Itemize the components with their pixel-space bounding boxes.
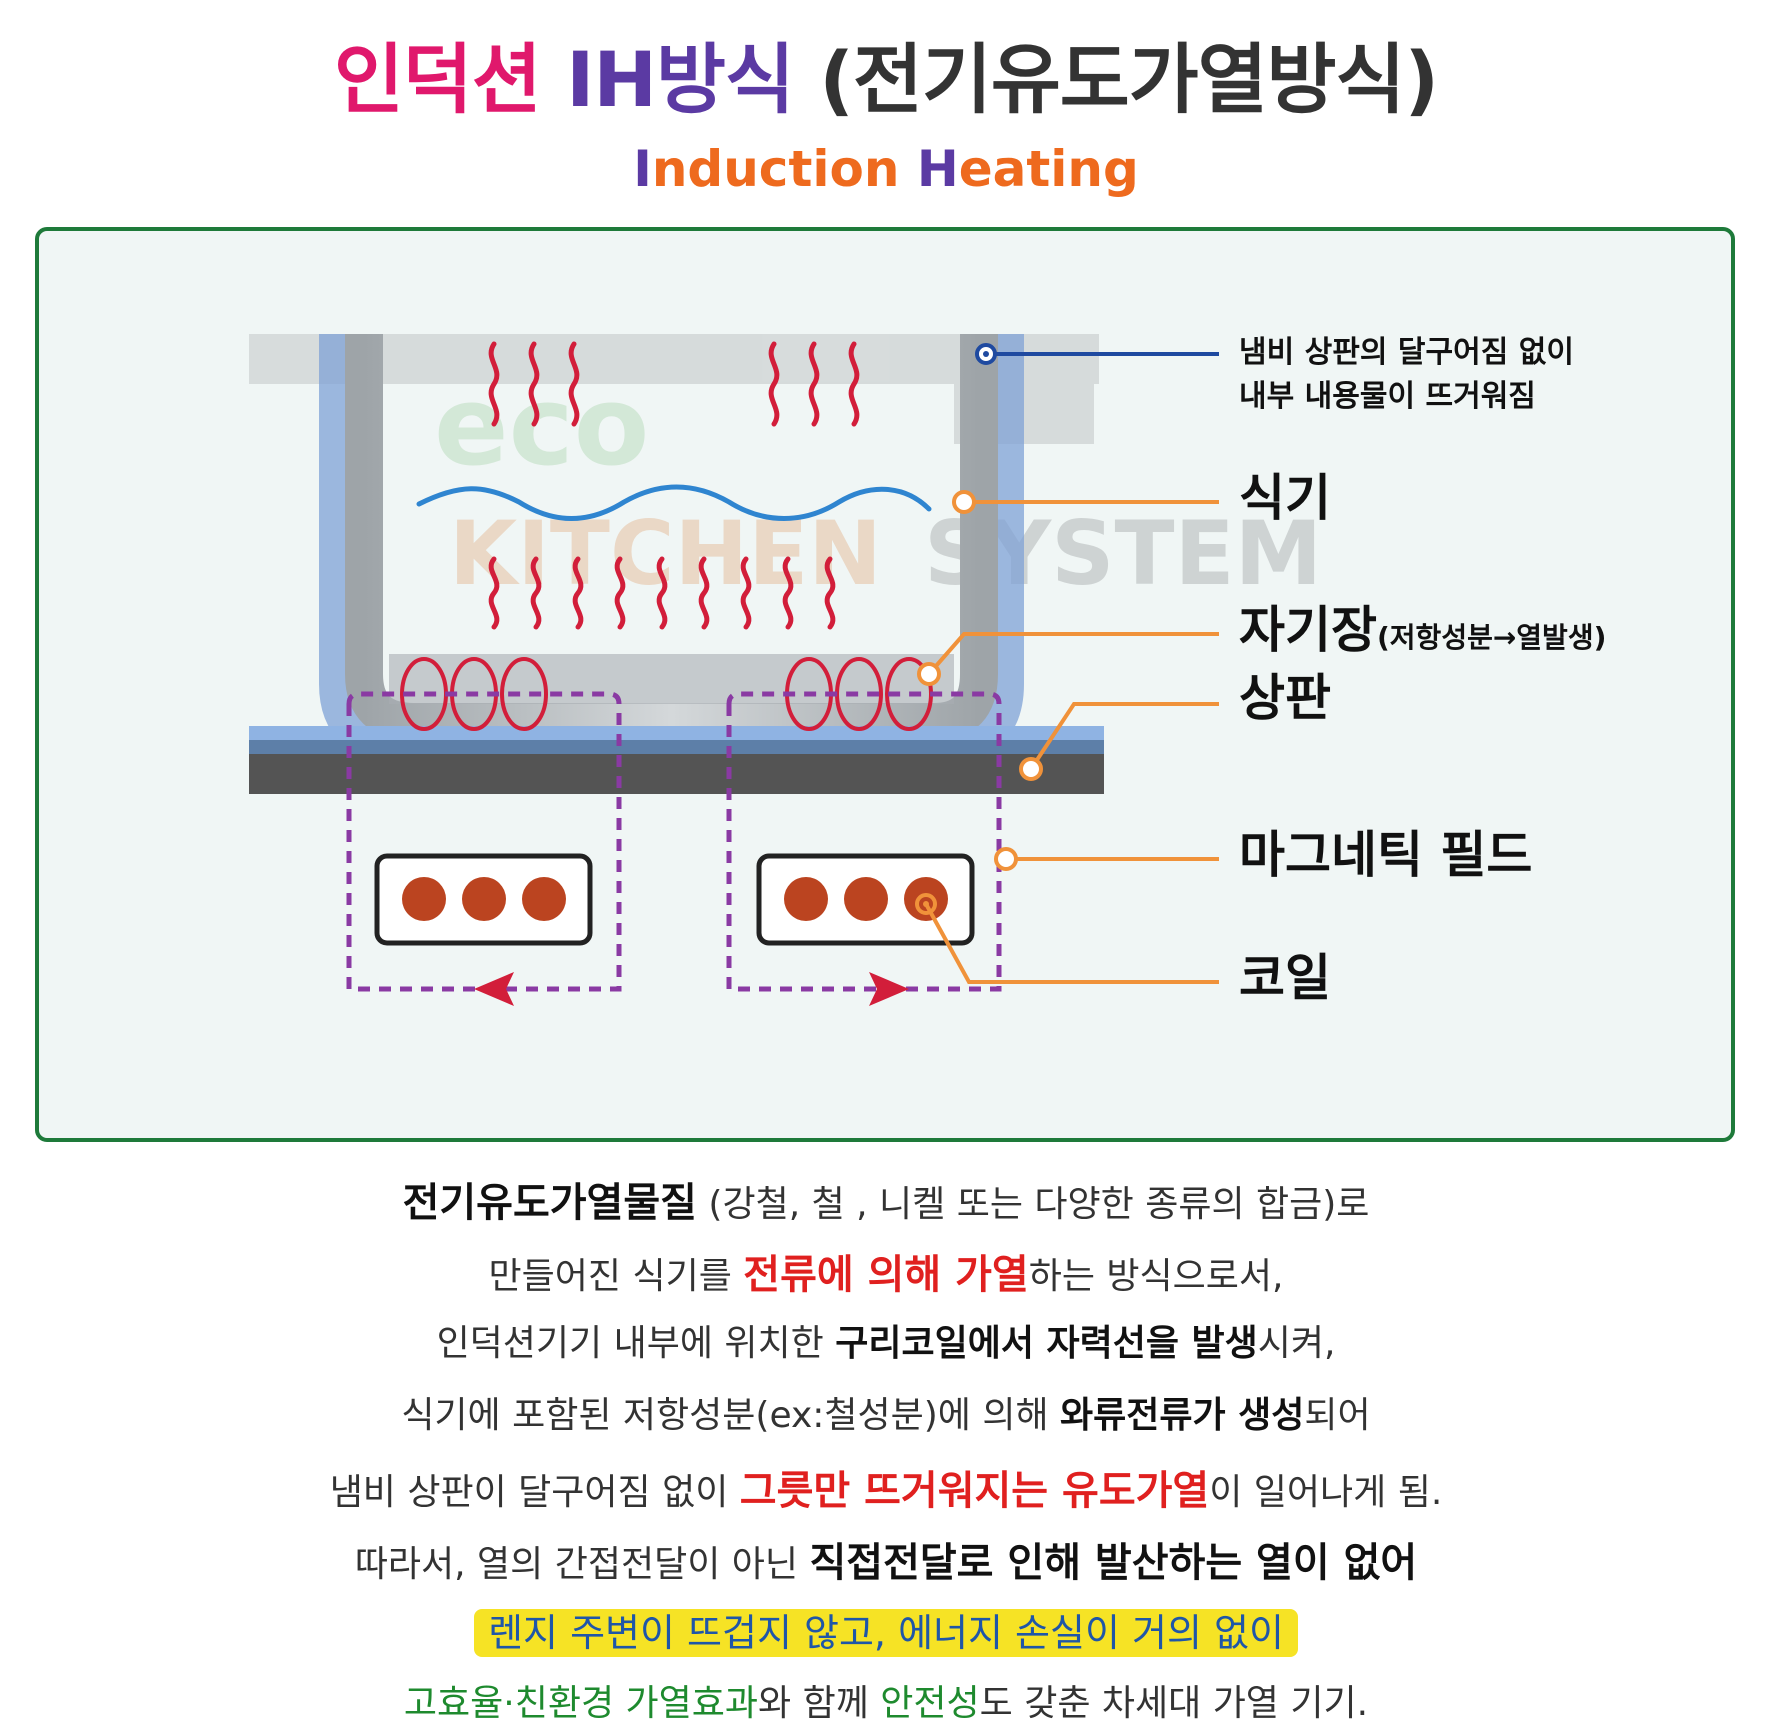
desc-line-2: 만들어진 식기를 전류에 의해 가열하는 방식으로서,	[0, 1242, 1772, 1300]
desc-l5-c: 이 일어나게 됨.	[1209, 1472, 1443, 1513]
desc-line-4: 식기에 포함된 저항성분(ex:철성분)에 의해 와류전류가 생성되어	[0, 1386, 1772, 1438]
diagram-panel: eco KITCHEN SYSTEM	[35, 227, 1735, 1142]
desc-l5-red: 그릇만 뜨거워지는 유도가열	[739, 1468, 1210, 1514]
label-coil: 코일	[1239, 949, 1331, 1007]
leader-lines	[915, 343, 1219, 984]
label-field-main: 자기장	[1239, 601, 1377, 659]
desc-line-8: 고효율·친환경 가열효과와 함께 안전성도 갖춘 차세대 가열 기기.	[0, 1674, 1772, 1726]
desc-l6-emph: 직접전달로 인해 발산하는 열이 없어	[809, 1540, 1418, 1586]
label-field-sub: (저항성분→열발생)	[1377, 621, 1607, 654]
desc-l4-emph: 와류전류가 생성	[1060, 1395, 1305, 1436]
desc-line-1: 전기유도가열물질 (강철, 철 , 니켈 또는 다양한 종류의 합금)로	[0, 1170, 1772, 1228]
desc-l3-emph: 구리코일에서 자력선을 발생	[835, 1323, 1258, 1364]
desc-l1-rest: (강철, 철 , 니켈 또는 다양한 종류의 합금)로	[696, 1184, 1370, 1225]
desc-l7-highlight: 렌지 주변이 뜨겁지 않고, 에너지 손실이 거의 없이	[474, 1609, 1298, 1657]
plate-top	[249, 726, 1104, 740]
water-wave	[416, 484, 932, 521]
plate-middle	[249, 740, 1104, 754]
arrow-left	[474, 972, 514, 1006]
watermark-eco: eco	[434, 362, 649, 490]
label-plate: 상판	[1239, 669, 1331, 727]
desc-l8-b: 와 함께	[758, 1683, 881, 1724]
desc-l8-green-c: 안전성	[880, 1683, 980, 1724]
desc-l2-red: 전류에 의해 가열	[743, 1252, 1029, 1298]
label-vessel: 식기	[1239, 469, 1331, 527]
desc-l4-c: 되어	[1304, 1395, 1371, 1436]
induction-diagram: eco KITCHEN SYSTEM	[249, 334, 1322, 1006]
desc-l8-d: 도 갖춘 차세대 가열 기기.	[979, 1683, 1369, 1724]
heat-waves-top	[488, 341, 860, 427]
desc-l6-a: 따라서, 열의 간접전달이 아닌	[354, 1544, 810, 1585]
page-subtitle: Induction Heating	[0, 142, 1772, 197]
coil-right	[756, 853, 975, 946]
subtitle-h: H	[916, 140, 959, 198]
desc-line-3: 인덕션기기 내부에 위치한 구리코일에서 자력선을 발생시켜,	[0, 1314, 1772, 1366]
label-top-line2: 내부 내용물이 뜨거워짐	[1239, 378, 1536, 414]
title-induction: 인덕션	[333, 35, 542, 124]
desc-l5-a: 냄비 상판이 달구어짐 없이	[329, 1472, 740, 1513]
heat-waves-bottom	[488, 556, 836, 630]
label-top-line1: 냄비 상판의 달구어짐 없이	[1239, 335, 1574, 370]
plate-body	[249, 754, 1104, 794]
desc-l2-a: 만들어진 식기를	[488, 1256, 744, 1297]
subtitle-i: I	[633, 140, 652, 198]
desc-l4-a: 식기에 포함된 저항성분(ex:철성분)에 의해	[401, 1395, 1061, 1436]
title-ih: IH방식	[566, 35, 795, 124]
subtitle-nduction: nduction	[651, 140, 917, 198]
label-magnetic-field: 자기장(저항성분→열발생)	[1239, 603, 1606, 658]
title-korean: (전기유도가열방식)	[819, 35, 1439, 124]
desc-l3-c: 시켜,	[1257, 1323, 1336, 1364]
desc-l8-green-a: 고효율·친환경 가열효과	[403, 1683, 759, 1724]
desc-line-5: 냄비 상판이 달구어짐 없이 그릇만 뜨거워지는 유도가열이 일어나게 됨.	[0, 1458, 1772, 1516]
watermark-bar	[249, 334, 1099, 384]
arrow-right	[869, 972, 909, 1006]
desc-line-6: 따라서, 열의 간접전달이 아닌 직접전달로 인해 발산하는 열이 없어	[0, 1530, 1772, 1588]
page-title: 인덕션 IH방식 (전기유도가열방식)	[0, 38, 1772, 122]
label-magnetic: 마그네틱 필드	[1239, 826, 1533, 884]
label-top-note: 냄비 상판의 달구어짐 없이 내부 내용물이 뜨거워짐	[1239, 331, 1574, 418]
desc-l1-emph: 전기유도가열물질	[402, 1180, 697, 1226]
coil-left	[374, 853, 593, 946]
subtitle-eating: eating	[958, 140, 1139, 198]
desc-l2-c: 하는 방식으로서,	[1028, 1256, 1284, 1297]
desc-l3-a: 인덕션기기 내부에 위치한	[436, 1323, 836, 1364]
desc-line-7: 렌지 주변이 뜨겁지 않고, 에너지 손실이 거의 없이	[0, 1602, 1772, 1657]
magnetic-field-loops	[346, 691, 1002, 992]
